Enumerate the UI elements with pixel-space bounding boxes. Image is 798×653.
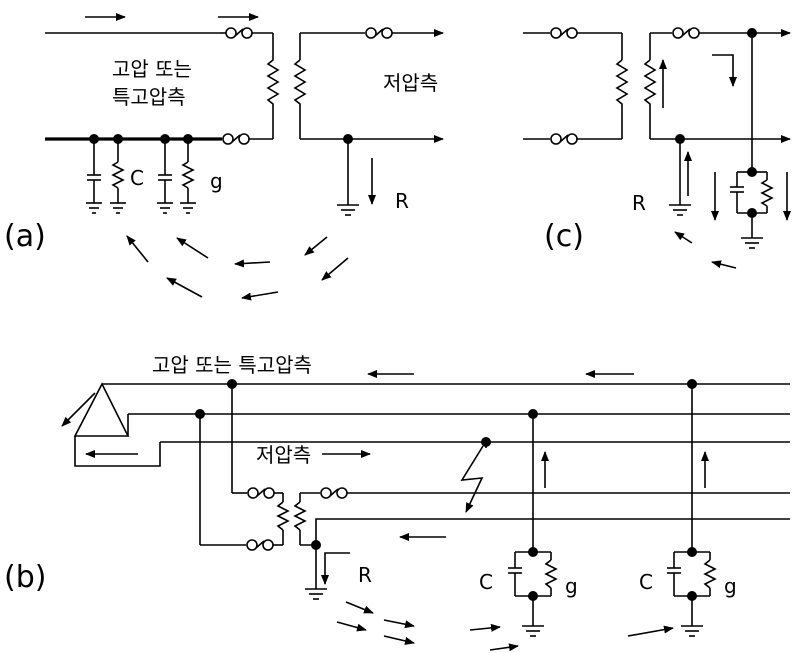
return-current-arrows <box>126 235 349 301</box>
fuse-icon <box>550 133 578 145</box>
ground-icon <box>669 204 691 216</box>
primary-winding-icon <box>266 58 280 108</box>
leakage-label: g <box>724 574 737 598</box>
line-leakage-g <box>180 139 196 214</box>
leakage-label: g <box>210 169 223 193</box>
line-capacitance-C <box>86 139 102 214</box>
return-current-arrows <box>336 601 674 652</box>
ground-icon <box>522 625 544 637</box>
resistance-label: R <box>632 191 646 215</box>
panel-a <box>45 13 444 301</box>
lv-side-label: 저압측 <box>383 71 438 95</box>
panel-a-tag: (a) <box>4 219 46 254</box>
ground-icon <box>337 204 359 216</box>
resistance-label: R <box>358 563 372 587</box>
resistance-label: R <box>395 189 409 213</box>
secondary-winding-icon <box>293 59 307 108</box>
line-capacitance-2 <box>157 139 173 214</box>
fuse-icon <box>247 487 275 499</box>
hv-side-label-line2: 특고압측 <box>112 85 186 109</box>
capacitance-label: C <box>479 570 493 594</box>
lv-side-label: 저압측 <box>256 443 311 467</box>
capacitance-label: C <box>130 166 144 190</box>
capacitance-label: C <box>639 570 653 594</box>
fuse-icon <box>672 27 700 39</box>
fuse-icon <box>320 487 348 499</box>
panel-b-tag: (b) <box>4 560 46 595</box>
fuse-icon <box>365 27 393 39</box>
fuse-icon <box>246 539 274 551</box>
hv-side-label: 고압 또는 특고압측 <box>152 353 312 377</box>
junction-dots <box>89 28 757 601</box>
hv-side-label-line1: 고압 또는 <box>112 57 192 81</box>
ground-icon <box>681 625 703 637</box>
line-leakage-resistance <box>110 139 126 214</box>
fuse-icon <box>550 27 578 39</box>
delta-source-icon <box>73 382 130 437</box>
ground-fault-icon <box>460 445 484 513</box>
fuse-icon <box>222 133 273 145</box>
panel-c-tag: (c) <box>544 219 584 254</box>
ground-icon <box>741 237 763 249</box>
panel-b <box>61 370 790 652</box>
ground-icon <box>305 588 327 600</box>
leakage-label: g <box>565 574 578 598</box>
fuse-icon <box>220 27 273 39</box>
